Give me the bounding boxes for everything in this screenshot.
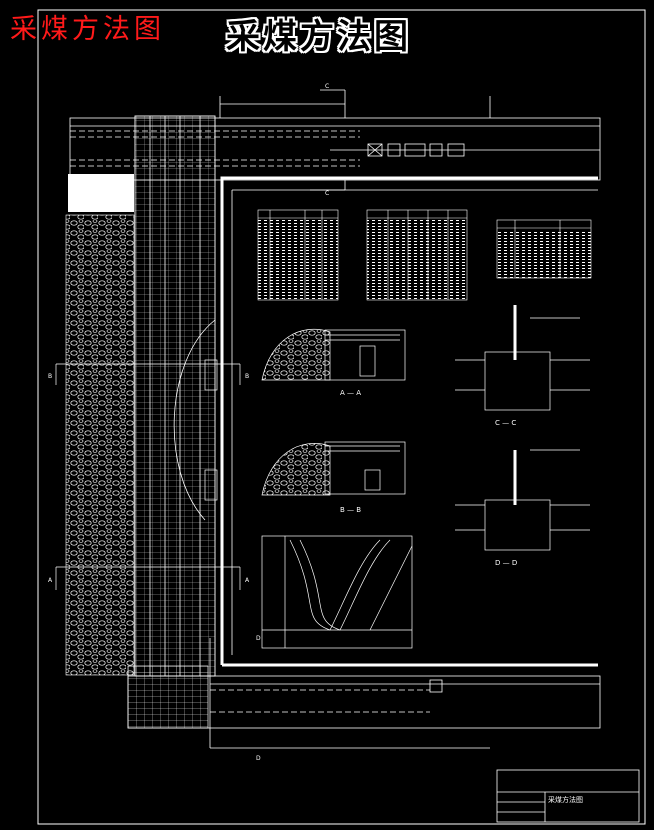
coal-pillar-white — [68, 174, 134, 212]
cycle-diagram — [261, 535, 413, 649]
title-block-name: 采煤方法图 — [548, 795, 583, 804]
section-mark-b-right: B — [245, 373, 249, 380]
section-mark-d-bottom: D — [256, 755, 261, 762]
section-mark-a-left: A — [48, 577, 53, 584]
gob-rock-hatch — [65, 214, 135, 676]
section-view-cc — [455, 305, 590, 411]
watermark-text: 采煤方法图 — [10, 14, 165, 45]
table-shift — [366, 209, 468, 301]
section-mark-d-top: D — [256, 635, 261, 642]
section-mark-c-top: C — [325, 83, 329, 90]
face-boundary-curve — [173, 319, 216, 521]
section-view-dd — [455, 449, 590, 551]
section-mark-b-left: B — [48, 373, 52, 380]
section-mark-a-right: A — [245, 577, 250, 584]
lower-roadway — [127, 638, 601, 749]
section-mark-c-bottom: C — [325, 190, 329, 197]
outer-frame — [37, 9, 646, 825]
caption-cc: C — C — [495, 419, 516, 427]
working-face-boundary — [220, 176, 598, 667]
table-equipment — [496, 219, 592, 279]
conveyor-train-top — [330, 143, 600, 157]
title-block — [496, 769, 640, 823]
section-view-aa — [261, 328, 406, 381]
caption-dd: D — D — [495, 559, 517, 567]
section-view-bb — [261, 441, 406, 496]
face-supports — [134, 115, 216, 677]
lower-gob — [127, 665, 209, 729]
caption-aa: A — A — [340, 389, 361, 397]
drawing-title: 采煤方法图 — [226, 17, 411, 57]
caption-bb: B — B — [340, 506, 361, 514]
table-support — [257, 209, 339, 301]
